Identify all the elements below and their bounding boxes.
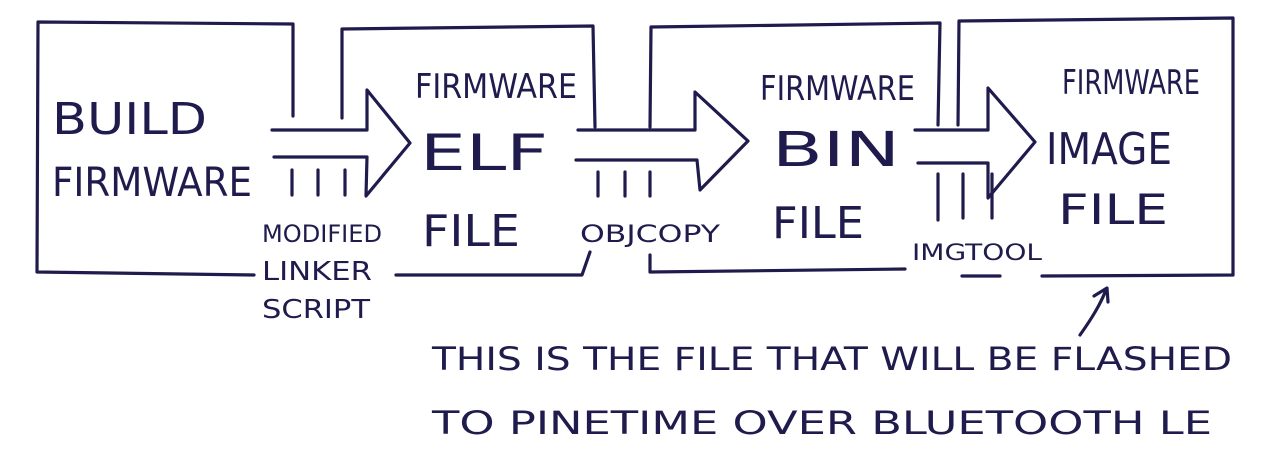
tool-objcopy-label: OBJCOPY bbox=[580, 220, 720, 248]
arrow-bin-to-image bbox=[913, 86, 1037, 200]
stage-4-line-1: FIRMWARE bbox=[1062, 63, 1200, 103]
tool-linker-line-2: LINKER bbox=[262, 257, 372, 287]
stage-3-line-1: FIRMWARE bbox=[760, 69, 915, 109]
stage-2-line-2: ELF bbox=[420, 124, 548, 182]
stage-box-elf-file bbox=[340, 24, 597, 277]
stage-box-build-firmware bbox=[35, 20, 295, 277]
tool-imgtool-label: IMGTOOL bbox=[912, 241, 1043, 266]
stage-2-line-3: FILE bbox=[422, 206, 520, 257]
tool-linker-line-3: SCRIPT bbox=[262, 295, 370, 325]
stage-3-line-2: BIN bbox=[772, 122, 900, 178]
linker-script-ticks bbox=[290, 168, 347, 197]
stage-box-bin-file bbox=[648, 21, 942, 274]
note-pointer-arrow bbox=[1078, 286, 1110, 337]
arrow-build-to-elf bbox=[270, 88, 412, 198]
stage-2-line-1: FIRMWARE bbox=[415, 67, 577, 107]
arrow-elf-to-bin bbox=[574, 90, 750, 192]
imgtool-ticks bbox=[936, 172, 994, 222]
stage-4-line-2: IMAGE bbox=[1046, 124, 1172, 175]
note-line-2: TO PINETIME OVER BLUETOOTH LE bbox=[431, 404, 1212, 442]
stage-4-line-3: FILE bbox=[1058, 185, 1168, 234]
stage-box-image-file bbox=[956, 16, 1235, 278]
stage-1-line-2: FIRMWARE bbox=[52, 160, 252, 206]
stage-1-line-1: BUILD bbox=[52, 94, 207, 145]
stage-3-line-3: FILE bbox=[772, 198, 864, 249]
tool-linker-line-1: MODIFIED bbox=[262, 220, 382, 248]
note-line-1: THIS IS THE FILE THAT WILL BE FLASHED bbox=[431, 340, 1232, 378]
objcopy-ticks bbox=[596, 170, 652, 198]
